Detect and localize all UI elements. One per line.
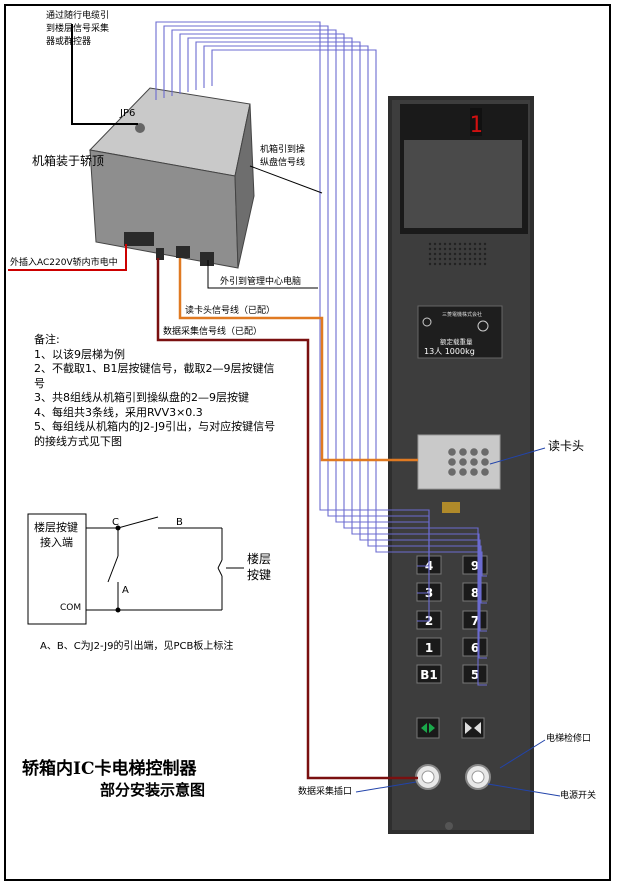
keypad-key bbox=[470, 448, 478, 456]
circuit-c-label: C bbox=[112, 517, 119, 528]
reader-leader bbox=[489, 447, 546, 465]
signal-wire bbox=[163, 25, 430, 594]
floor-button-5[interactable] bbox=[462, 664, 488, 684]
floor-button-label: 6 bbox=[471, 641, 479, 655]
door-open-button[interactable] bbox=[416, 717, 440, 739]
cable-source-label-3: 器或群控器 bbox=[46, 37, 92, 47]
keypad-key bbox=[448, 468, 456, 476]
reader-signal-label: 读卡头信号线（已配） bbox=[185, 306, 276, 316]
box-panel-leader bbox=[249, 165, 323, 194]
wiring-circuit bbox=[27, 513, 244, 625]
switch-leader bbox=[487, 783, 561, 797]
notes-item: 1、以该9层梯为例 bbox=[34, 347, 125, 361]
floor-button-label-1: 楼层 bbox=[247, 552, 272, 566]
floor-button-label: 5 bbox=[471, 668, 479, 682]
circuit-b-label: B bbox=[176, 517, 183, 528]
signal-wire bbox=[211, 49, 487, 577]
signal-wire bbox=[195, 41, 487, 632]
keypad-key bbox=[481, 458, 489, 466]
floor-button-6[interactable] bbox=[462, 637, 488, 657]
title-line-1: 轿箱内IC卡电梯控制器 bbox=[22, 759, 197, 779]
keypad-key bbox=[459, 458, 467, 466]
power-switch-label: 电源开关 bbox=[560, 791, 597, 801]
box-to-panel-label-1: 机箱引到操 bbox=[260, 145, 306, 155]
notes-item: 2、不截取1、B1层按键信号，截取2—9层按键信号 bbox=[34, 362, 275, 390]
floor-button-label: 9 bbox=[471, 559, 479, 573]
jp6-label: JP6 bbox=[120, 108, 136, 119]
data-wire bbox=[156, 258, 418, 780]
title-line-2: 部分安装示意图 bbox=[100, 781, 206, 799]
capacity-plate bbox=[417, 305, 503, 359]
box-to-panel-label-2: 纵盘信号线 bbox=[260, 158, 306, 168]
keypad-key bbox=[481, 448, 489, 456]
box-on-roof-label: 机箱装于轿顶 bbox=[32, 154, 105, 168]
notes-heading: 备注: bbox=[34, 333, 60, 346]
door-open-icon bbox=[421, 723, 435, 733]
power-wire bbox=[8, 244, 127, 271]
notes-item: 5、每组线从机箱内的J2-J9引出，与对应按键信号的接线方式见下图 bbox=[34, 420, 276, 448]
controller-box bbox=[88, 87, 255, 269]
plate-brand: 三菱電機株式会社 bbox=[442, 311, 482, 318]
reader-wire bbox=[178, 258, 418, 462]
notes-item: 4、每组共3条线，采用RVV3×0.3 bbox=[34, 405, 203, 419]
jp6-wire bbox=[71, 24, 138, 125]
keypad-key bbox=[470, 468, 478, 476]
dataport-leader bbox=[355, 781, 417, 793]
indicator-lamp bbox=[442, 502, 460, 513]
floor-button-label: 7 bbox=[471, 614, 479, 628]
floor-button-B1[interactable] bbox=[416, 664, 442, 684]
circuit-caption: A、B、C为J2-J9的引出端，见PCB板上标注 bbox=[40, 641, 234, 652]
notes-item: 3、共8组线从机箱引到操纵盘的2—9层按键 bbox=[34, 391, 249, 404]
door-close-button[interactable] bbox=[461, 717, 485, 739]
maint-leader bbox=[499, 739, 546, 769]
floor-button-label: B1 bbox=[420, 668, 438, 682]
keypad-key bbox=[481, 468, 489, 476]
floor-button-label: 1 bbox=[425, 641, 433, 655]
plate-heading: 额定载重量 bbox=[440, 337, 473, 346]
keypad-key bbox=[448, 458, 456, 466]
maintenance-port-label: 电梯检修口 bbox=[546, 734, 592, 744]
to-pc-label: 外引到管理中心电脑 bbox=[220, 277, 302, 287]
pc-wire bbox=[207, 260, 318, 289]
plate-capacity: 13人 1000kg bbox=[424, 347, 475, 356]
keypad-key bbox=[448, 448, 456, 456]
keypad-key bbox=[459, 448, 467, 456]
circuit-box-label-2: 接入端 bbox=[40, 536, 73, 549]
signal-wire bbox=[171, 29, 430, 567]
card-reader-label: 读卡头 bbox=[548, 439, 585, 453]
floor-button-label-2: 按键 bbox=[247, 568, 272, 582]
notes-block: 备注: 1、以该9层梯为例 2、不截取1、B1层按键信号，截取2—9层按键信号 … bbox=[34, 333, 284, 449]
signal-wire bbox=[179, 33, 487, 686]
floor-button-7[interactable] bbox=[462, 610, 488, 630]
data-signal-label: 数据采集信号线（已配） bbox=[163, 327, 263, 337]
circuit-com-label: COM bbox=[60, 603, 82, 613]
signal-wire bbox=[155, 21, 430, 622]
cable-source-label-1: 通过随行电缆引 bbox=[46, 11, 110, 21]
floor-button-label: 8 bbox=[471, 586, 479, 600]
circuit-box-label-1: 楼层按键 bbox=[34, 521, 78, 534]
cable-source-label-2: 到楼层信号采集 bbox=[46, 24, 110, 34]
keypad-key bbox=[459, 468, 467, 476]
door-close-icon bbox=[465, 722, 481, 734]
external-power-label: 外插入AC220V轿内市电中 bbox=[10, 258, 118, 268]
keypad-key bbox=[470, 458, 478, 466]
floor-button-1[interactable] bbox=[416, 637, 442, 657]
speaker-grille bbox=[428, 242, 487, 266]
display-digit: 1 bbox=[469, 113, 482, 138]
signal-wire bbox=[203, 45, 487, 604]
signal-wire bbox=[187, 37, 487, 659]
data-port-label: 数据采集插口 bbox=[298, 787, 353, 797]
circuit-a-label: A bbox=[122, 585, 129, 596]
